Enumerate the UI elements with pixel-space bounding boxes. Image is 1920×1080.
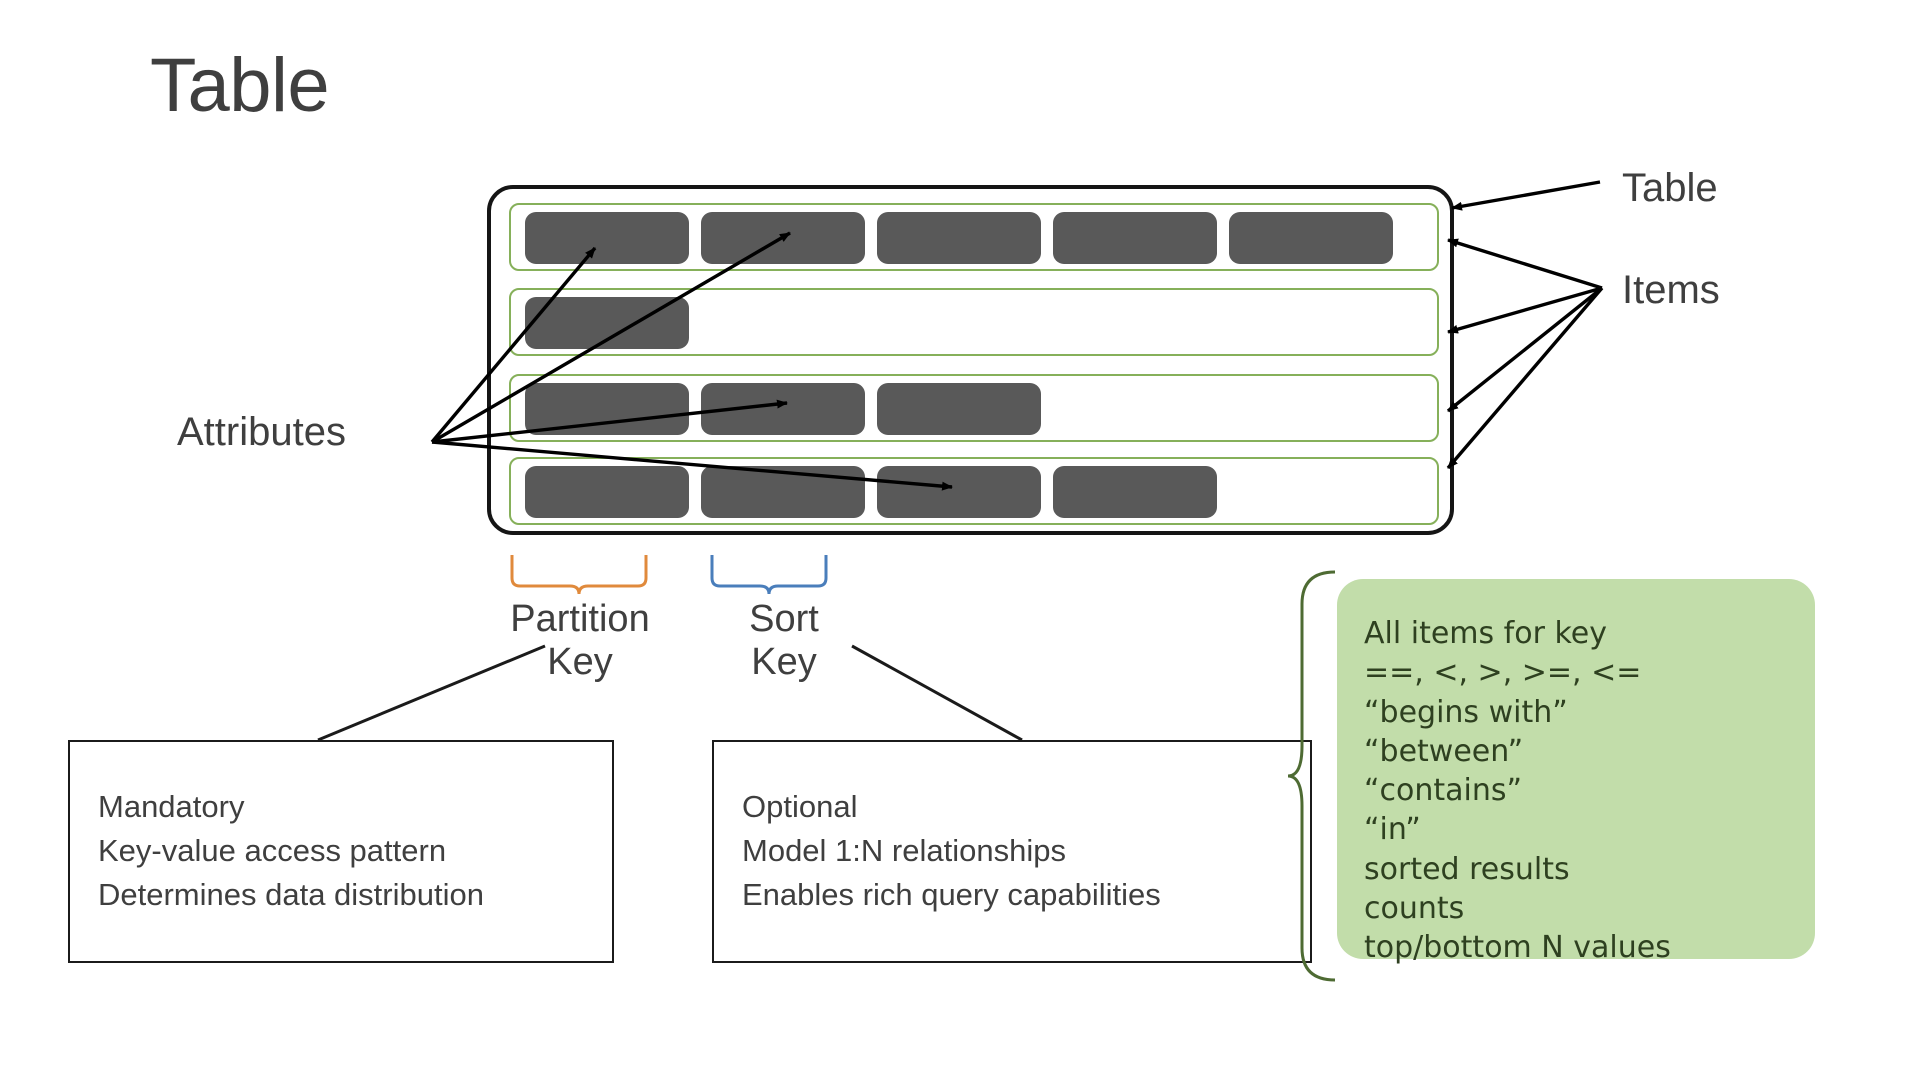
table-pointer-arrow-group bbox=[1451, 180, 1601, 211]
attribute-block[interactable] bbox=[877, 212, 1041, 264]
table-item-row[interactable] bbox=[509, 457, 1439, 525]
attribute-block[interactable] bbox=[701, 212, 865, 264]
description-line: Model 1:N relationships bbox=[742, 833, 1066, 869]
items-pointer-arrow bbox=[1447, 238, 1603, 290]
callout-line: “in” bbox=[1364, 812, 1421, 848]
partition-key-label-line1: Partition bbox=[510, 598, 650, 640]
description-line: Determines data distribution bbox=[98, 877, 484, 913]
attribute-block[interactable] bbox=[1053, 212, 1217, 264]
description-line: Enables rich query capabilities bbox=[742, 877, 1161, 913]
items-callout-label: Items bbox=[1622, 268, 1720, 312]
sort-key-description-box: Optional Model 1:N relationships Enables… bbox=[712, 740, 1312, 963]
items-pointer-arrow bbox=[1447, 286, 1603, 334]
callout-line: All items for key bbox=[1364, 616, 1607, 651]
sort-key-connector-line bbox=[851, 644, 1023, 742]
description-line: Mandatory bbox=[98, 789, 245, 824]
callout-line: “contains” bbox=[1364, 773, 1523, 809]
attribute-block[interactable] bbox=[877, 383, 1041, 435]
description-line: Optional bbox=[742, 789, 858, 824]
attribute-block[interactable] bbox=[1053, 466, 1217, 518]
partition-key-brace bbox=[510, 555, 648, 595]
partition-key-label: Partition Key bbox=[460, 598, 700, 683]
attribute-block[interactable] bbox=[1229, 212, 1393, 264]
partition-key-description-lines: Mandatory Key-value access pattern Deter… bbox=[98, 785, 484, 917]
attribute-block[interactable] bbox=[525, 212, 689, 264]
items-pointer-arrow-group bbox=[1446, 238, 1604, 470]
callout-line: ==, <, >, >=, <= bbox=[1364, 655, 1642, 691]
description-line: Key-value access pattern bbox=[98, 833, 447, 869]
callout-line: top/bottom N values bbox=[1364, 930, 1671, 966]
partition-key-description-box: Mandatory Key-value access pattern Deter… bbox=[68, 740, 614, 963]
query-capabilities-list: All items for key ==, <, >, >=, <= “begi… bbox=[1364, 614, 1671, 968]
sort-key-label: Sort Key bbox=[700, 598, 868, 683]
callout-line: “between” bbox=[1364, 733, 1524, 769]
sort-key-brace bbox=[710, 555, 828, 595]
attributes-callout-label: Attributes bbox=[177, 410, 346, 454]
attribute-block[interactable] bbox=[525, 297, 689, 349]
items-pointer-arrow bbox=[1446, 286, 1604, 413]
table-container bbox=[487, 185, 1454, 535]
sort-key-label-line1: Sort bbox=[749, 598, 819, 640]
items-pointer-arrow bbox=[1446, 286, 1604, 470]
attribute-block[interactable] bbox=[701, 466, 865, 518]
table-callout-label: Table bbox=[1622, 166, 1718, 210]
query-capabilities-callout: All items for key ==, <, >, >=, <= “begi… bbox=[1337, 579, 1815, 965]
attribute-block[interactable] bbox=[525, 383, 689, 435]
attribute-block[interactable] bbox=[525, 466, 689, 518]
table-pointer-arrow bbox=[1451, 180, 1601, 211]
sort-key-description-lines: Optional Model 1:N relationships Enables… bbox=[742, 785, 1161, 917]
attribute-block[interactable] bbox=[701, 383, 865, 435]
table-item-row[interactable] bbox=[509, 203, 1439, 271]
table-item-row[interactable] bbox=[509, 374, 1439, 442]
partition-key-label-line2: Key bbox=[547, 640, 613, 683]
sort-key-label-line2: Key bbox=[751, 640, 817, 683]
callout-line: counts bbox=[1364, 891, 1465, 927]
attribute-block[interactable] bbox=[877, 466, 1041, 518]
table-item-row[interactable] bbox=[509, 288, 1439, 356]
callout-line: sorted results bbox=[1364, 851, 1570, 887]
page-title: Table bbox=[150, 43, 330, 128]
callout-line: “begins with” bbox=[1364, 694, 1568, 730]
